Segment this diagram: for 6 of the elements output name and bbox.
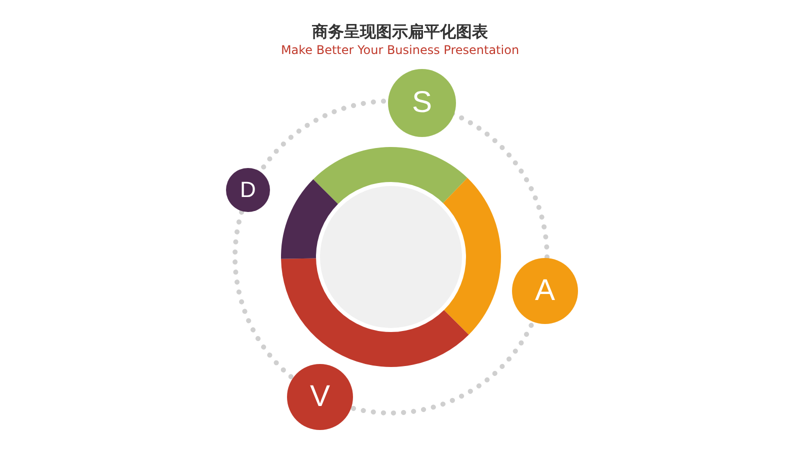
letter-circle: S — [388, 69, 456, 137]
letter-circle: A — [512, 258, 578, 324]
title: 商务呈现图示扁平化图表 — [311, 22, 489, 43]
subtitle: Make Better Your Business Presentation — [280, 43, 520, 57]
letter-circle: V — [287, 364, 353, 430]
letter-circle: D — [226, 168, 270, 212]
